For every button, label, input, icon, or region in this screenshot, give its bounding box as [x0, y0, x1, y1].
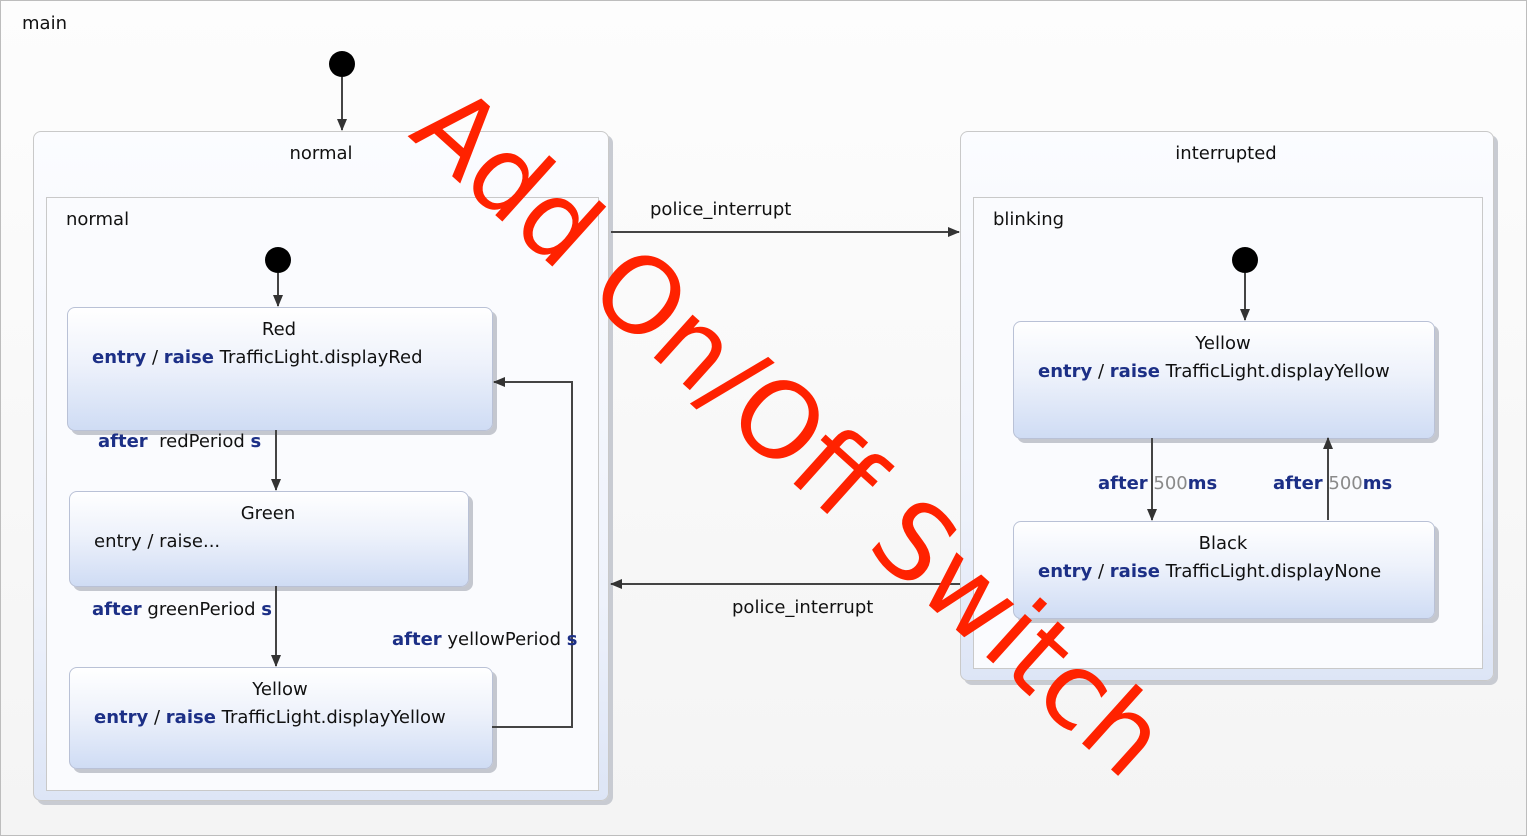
- state-black[interactable]: [1013, 521, 1435, 619]
- period-name: greenPeriod: [147, 599, 256, 620]
- state-black-name: Black: [1198, 533, 1248, 554]
- unit: ms: [1362, 473, 1393, 494]
- after-keyword: after: [1273, 473, 1323, 494]
- entry-keyword: entry: [94, 707, 149, 728]
- raise-keyword: raise: [1109, 361, 1160, 382]
- separator: /: [151, 347, 159, 368]
- state-black-entry: entry / raise TrafficLight.displayNone: [1038, 561, 1381, 583]
- separator: /: [153, 707, 161, 728]
- main-label: main: [22, 13, 67, 34]
- period-name: yellowPeriod: [447, 629, 561, 650]
- state-normal-title: normal: [289, 143, 353, 164]
- state-blinking-yellow-name: Yellow: [1195, 333, 1251, 354]
- state-blinking-yellow-entry: entry / raise TrafficLight.displayYellow: [1038, 361, 1390, 383]
- state-red-name: Red: [261, 319, 297, 340]
- entry-action: TrafficLight.displayNone: [1165, 561, 1382, 582]
- entry-action: TrafficLight.displayYellow: [1165, 361, 1390, 382]
- entry-keyword: entry: [1038, 561, 1093, 582]
- state-red-entry: entry / raise TrafficLight.displayRed: [92, 347, 423, 369]
- time-value: 500: [1153, 473, 1188, 494]
- after-keyword: after: [92, 599, 142, 620]
- state-normal-yellow[interactable]: [69, 667, 493, 769]
- unit: s: [566, 629, 578, 650]
- separator: /: [1097, 361, 1105, 382]
- unit: ms: [1187, 473, 1218, 494]
- entry-action: TrafficLight.displayYellow: [221, 707, 446, 728]
- state-normal-yellow-entry: entry / raise TrafficLight.displayYellow: [94, 707, 446, 729]
- separator: /: [1097, 561, 1105, 582]
- after-keyword: after: [98, 431, 148, 452]
- state-green-entry: entry / raise...: [94, 531, 221, 552]
- state-green[interactable]: [69, 491, 469, 587]
- after-keyword: after: [1098, 473, 1148, 494]
- raise-keyword: raise: [165, 707, 216, 728]
- label-black-yellow: after 500ms: [1273, 473, 1392, 495]
- time-value: 500: [1328, 473, 1363, 494]
- unit: s: [250, 431, 262, 452]
- label-to-normal: police_interrupt: [732, 597, 874, 618]
- state-interrupted-title: interrupted: [1175, 143, 1277, 164]
- label-green-yellow: after greenPeriod s: [92, 599, 272, 621]
- raise-keyword: raise: [163, 347, 214, 368]
- state-blinking-yellow[interactable]: [1013, 321, 1435, 439]
- unit: s: [261, 599, 272, 620]
- entry-keyword: entry: [92, 347, 147, 368]
- after-keyword: after: [392, 629, 442, 650]
- label-to-interrupted: police_interrupt: [650, 199, 792, 220]
- state-normal-yellow-name: Yellow: [252, 679, 308, 700]
- region-normal-label: normal: [66, 209, 130, 230]
- transition-yellow-red[interactable]: [492, 377, 573, 728]
- label-red-green: after redPeriod s: [98, 431, 261, 453]
- initial-node-main: [329, 51, 355, 77]
- state-red[interactable]: [67, 307, 493, 431]
- entry-keyword: entry: [1038, 361, 1093, 382]
- entry-action: TrafficLight.displayRed: [219, 347, 423, 368]
- label-yellow-black: after 500ms: [1098, 473, 1217, 495]
- state-green-name: Green: [240, 503, 296, 524]
- raise-keyword: raise: [1109, 561, 1160, 582]
- label-yellow-red: after yellowPeriod s: [392, 629, 577, 651]
- initial-node-normal: [265, 247, 291, 273]
- period-name: redPeriod: [159, 431, 245, 452]
- region-blinking-label: blinking: [993, 209, 1065, 230]
- initial-node-blinking: [1232, 247, 1258, 273]
